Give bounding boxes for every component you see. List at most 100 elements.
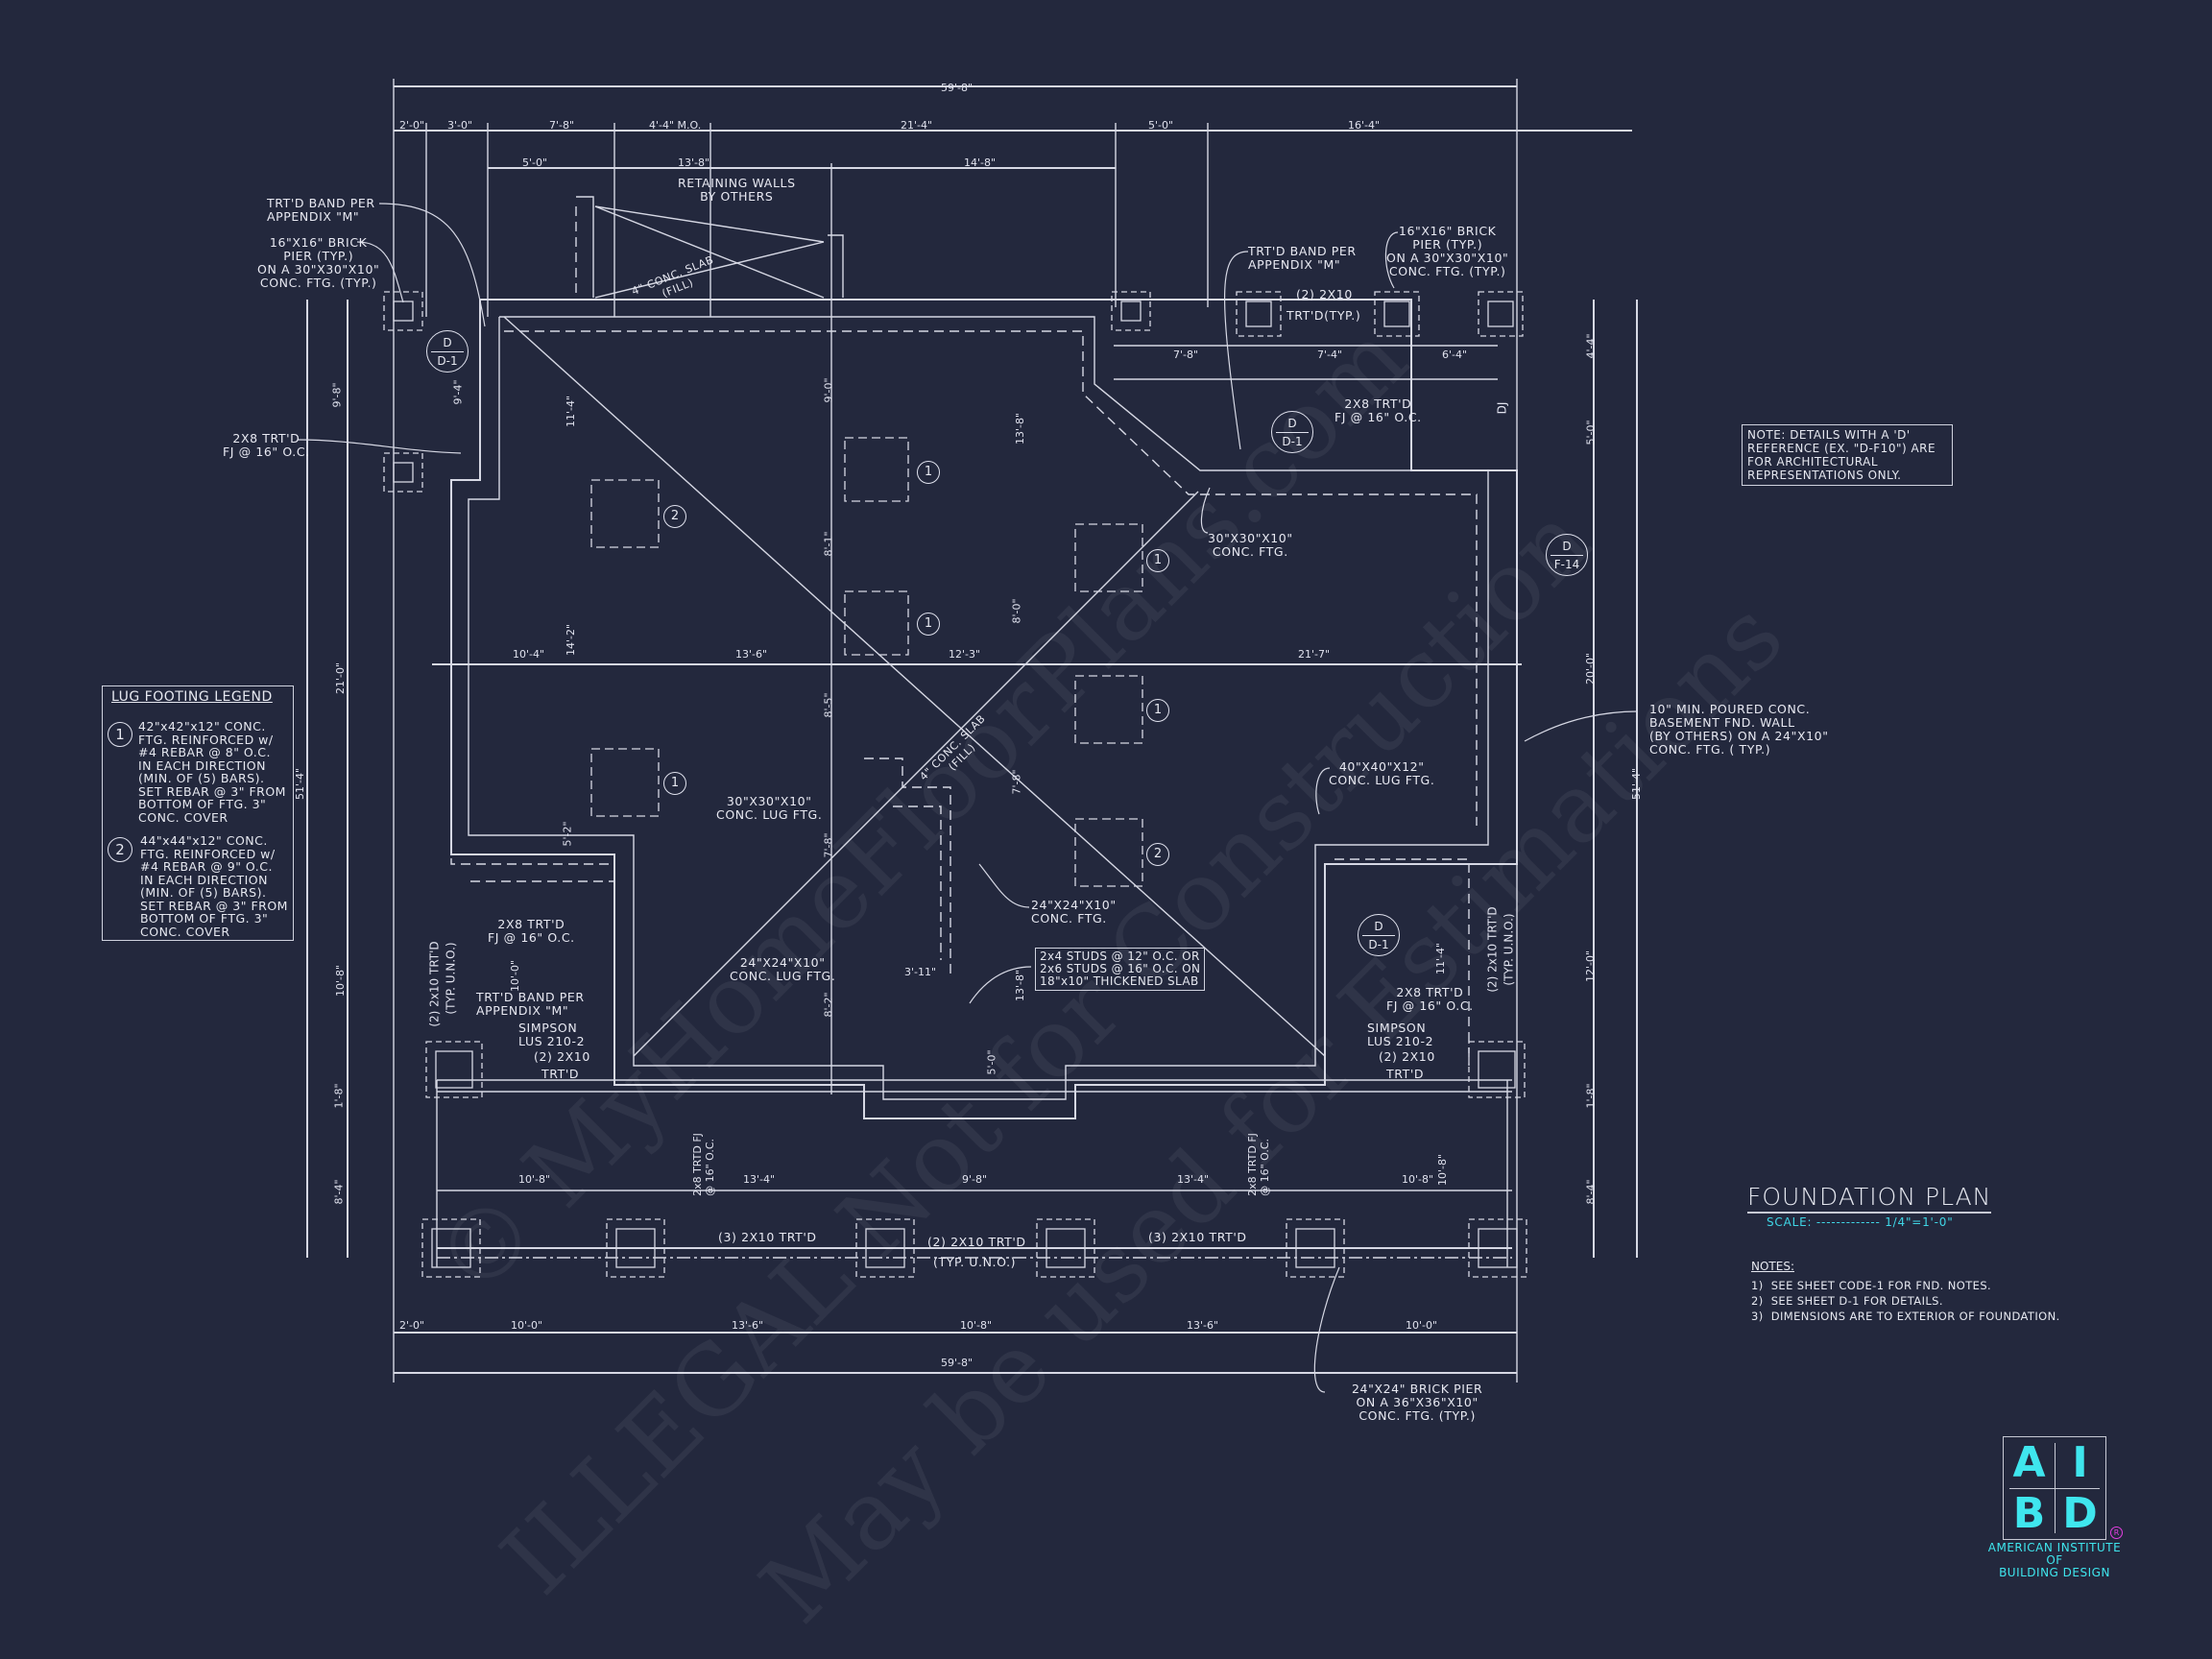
d-reference-note: NOTE: DETAILS WITH A 'D' REFERENCE (EX. … (1742, 424, 1953, 486)
detail-tag-bottom: F-14 (1553, 558, 1580, 571)
dim-tr-3: 6'-4" (1442, 349, 1468, 361)
dim-int-6: 8'-1" (822, 531, 835, 557)
dim-second-2: 13'-8" (678, 156, 710, 169)
detail-tag-f14[interactable]: D F-14 (1546, 534, 1588, 576)
callout-trtd-lower-right: TRT'D (1386, 1067, 1425, 1081)
dim-int-17: 10'-8" (1436, 1153, 1450, 1187)
logo-letter-i: I (2072, 1438, 2088, 1487)
dim-int-5: 9'-0" (822, 377, 835, 403)
registered-mark-icon: R (2110, 1527, 2123, 1539)
callout-retaining-walls: RETAINING WALLS BY OTHERS (678, 176, 796, 204)
callout-beam-lower-left: (2) 2x10 (534, 1049, 590, 1064)
dim-int-15: 11'-4" (1434, 942, 1448, 975)
dim-second-3: 14'-8" (964, 156, 997, 169)
aibd-logo: A I B D (2003, 1436, 2106, 1540)
sheet-scale: SCALE: ------------- 1/4"=1'-0" (1767, 1215, 1954, 1229)
callout-porch-beam-2: (2) 2x10 TRT'D (927, 1235, 1026, 1249)
detail-tag-d1-lower-right[interactable]: D D-1 (1358, 914, 1400, 956)
dim-int-9: 8'-2" (822, 992, 835, 1018)
dim-mid-2: 13'-6" (735, 648, 768, 661)
legend-item-2: 44"x44"x12" CONC. FTG. REINFORCED w/ #4 … (140, 833, 288, 939)
detail-tag-divider (1362, 935, 1395, 936)
detail-tag-divider (1276, 432, 1309, 433)
dim-overall-bottom: 59'-8" (941, 1357, 974, 1369)
callout-beam-vertical-left: (2) 2x10 TRT'D (427, 941, 442, 1027)
callout-brick-pier-24: 24"x24" BRICK PIER ON A 36"x36"x10" CONC… (1352, 1382, 1483, 1423)
legend-item-1: 42"x42"x12" CONC. FTG. REINFORCED w/ #4 … (138, 719, 286, 825)
notes-heading: NOTES: (1751, 1260, 1794, 1273)
callout-typ-uno-left: (TYP. U.N.O.) (444, 942, 458, 1015)
callout-dj: DJ (1495, 401, 1509, 415)
footing-marker: 1 (1146, 549, 1169, 572)
detail-tag-top: D (1562, 540, 1572, 553)
dim-mid-4: 21'-7" (1298, 648, 1331, 661)
dim-second-1: 5'-0" (522, 156, 548, 169)
callout-simpson-left: SIMPSON LUS 210-2 (518, 1021, 586, 1048)
callout-porch-fj-2: 2x8 TRTD FJ @ 16" O.C. (1245, 1133, 1271, 1196)
legend-marker-2: 2 (108, 837, 132, 862)
logo-letter-b: B (2012, 1489, 2046, 1538)
callout-porch-beam-typ: (TYP. U.N.O.) (933, 1255, 1017, 1269)
callout-lug-24-left: 24"x24"x10" CONC. LUG FTG. (730, 955, 836, 983)
footing-marker: 1 (1146, 699, 1169, 722)
callout-typ-uno-right: (TYP. U.N.O.) (1502, 913, 1516, 986)
callout-studs-box: 2x4 STUDS @ 12" O.C. OR 2x6 STUDS @ 16" … (1035, 948, 1206, 991)
callout-brick-pier-right: 16"x16" BRICK PIER (TYP.) ON A 30"x30"x1… (1386, 224, 1509, 278)
callout-lug-30: 30"x30"x10" CONC. LUG FTG. (716, 794, 823, 822)
detail-tag-bottom: D-1 (1282, 435, 1303, 448)
dim-left-2: 21'-0" (334, 661, 348, 695)
callout-porch-beam-3: (3) 2x10 TRT'D (1148, 1230, 1247, 1244)
dim-int-11: 8'-0" (1010, 598, 1023, 624)
legend-title: LUG FOOTING LEGEND (111, 689, 273, 705)
detail-tag-d1-upper-left[interactable]: D D-1 (426, 330, 469, 373)
dim-int-16: 10'-0" (509, 959, 522, 993)
callout-trtd-band-lower-left: TRT'D BAND PER APPENDIX "M" (476, 990, 585, 1018)
footing-marker: 2 (663, 505, 686, 528)
callout-fj-lower-right: 2x8 TRT'D FJ @ 16" O.C. (1386, 985, 1474, 1013)
detail-tag-top: D (443, 336, 452, 349)
dim-int-14: 5'-0" (985, 1049, 998, 1075)
callout-basement-wall: 10" MIN. POURED CONC. BASEMENT FND. WALL… (1649, 702, 1829, 757)
detail-tag-d1-upper-right[interactable]: D D-1 (1271, 411, 1313, 453)
sheet-title: FOUNDATION PLAN (1747, 1183, 1992, 1214)
dim-porch-5: 10'-8" (1402, 1173, 1434, 1186)
logo-letter-a: A (2012, 1438, 2046, 1487)
dim-right-6: 8'-4" (1584, 1179, 1598, 1205)
note-2: 2) SEE SHEET D-1 FOR DETAILS. (1751, 1294, 1943, 1308)
callout-simpson-right: SIMPSON LUS 210-2 (1367, 1021, 1434, 1048)
dim-top-1: 2'-0" (399, 119, 425, 132)
dim-right-3: 20'-0" (1584, 652, 1598, 685)
lug-footing-legend (102, 685, 294, 941)
dim-left-5: 8'-4" (332, 1179, 346, 1205)
footing-marker: 1 (917, 461, 940, 484)
dim-bottom-3: 13'-6" (732, 1319, 764, 1332)
dim-bottom-1: 2'-0" (399, 1319, 425, 1332)
footing-marker: 1 (917, 613, 940, 636)
dim-right-1: 4'-4" (1584, 333, 1598, 359)
dim-porch-2: 13'-4" (743, 1173, 776, 1186)
callout-trtd-lower-left: TRT'D (541, 1067, 580, 1081)
callout-porch-beam-1: (3) 2x10 TRT'D (718, 1230, 817, 1244)
dim-left-4: 1'-8" (332, 1083, 346, 1109)
callout-trtd-band-right: TRT'D BAND PER APPENDIX "M" (1248, 244, 1357, 272)
note-1: 1) SEE SHEET CODE-1 FOR FND. NOTES. (1751, 1279, 1992, 1292)
detail-tag-bottom: D-1 (437, 354, 458, 368)
dim-left-overall: 51'-4" (294, 767, 307, 801)
callout-beam-top-right-trtd: TRT'D(TYP.) (1286, 308, 1361, 323)
dim-int-3: 14'-2" (565, 623, 578, 657)
callout-porch-fj-1: 2x8 TRTD FJ @ 16" O.C. (690, 1133, 716, 1196)
callout-fj-left: 2x8 TRT'D FJ @ 16" O.C. (223, 431, 310, 459)
callout-beam-vertical-right: (2) 2x10 TRT'D (1485, 906, 1500, 993)
dim-top-6: 5'-0" (1148, 119, 1174, 132)
detail-tag-divider (1551, 555, 1583, 556)
note-3: 3) DIMENSIONS ARE TO EXTERIOR OF FOUNDAT… (1751, 1310, 2060, 1323)
dim-tr-2: 7'-4" (1317, 349, 1343, 361)
callout-fj-top-right: 2x8 TRT'D FJ @ 16" O.C. (1334, 397, 1422, 424)
callout-fj-lower-left: 2x8 TRT'D FJ @ 16" O.C. (488, 917, 575, 945)
dim-mid-1: 10'-4" (513, 648, 545, 661)
dim-mid-3: 12'-3" (949, 648, 981, 661)
dim-int-7: 8'-5" (822, 692, 835, 718)
dim-tr-1: 7'-8" (1173, 349, 1199, 361)
callout-trtd-band-left: TRT'D BAND PER APPENDIX "M" (267, 196, 375, 224)
